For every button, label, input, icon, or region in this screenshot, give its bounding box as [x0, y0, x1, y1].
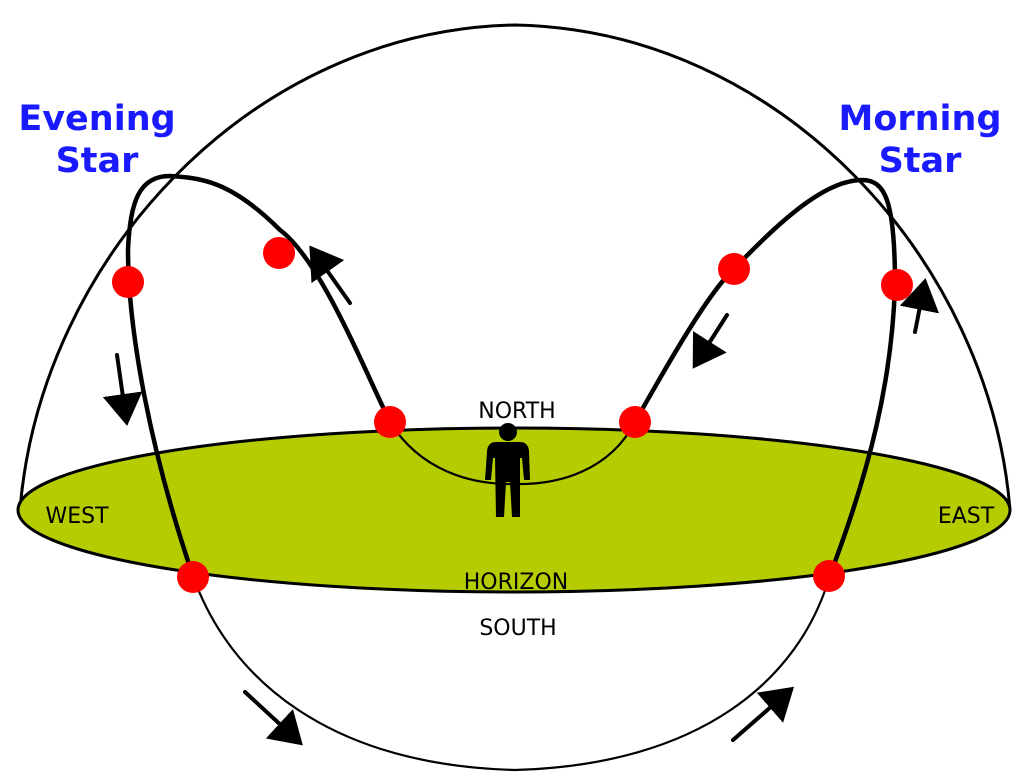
direction-arrow-evening-up	[309, 245, 352, 305]
evening-star-label-line2: Star	[56, 141, 140, 181]
below-horizon-south-arc	[191, 574, 832, 772]
direction-arrow-morning-down	[692, 313, 729, 369]
evening-star-path	[125, 173, 393, 579]
red-dot-icon	[263, 237, 295, 269]
red-dot-icon	[881, 269, 913, 301]
east-label: EAST	[938, 504, 995, 529]
evening-star-label-line1: Evening	[18, 99, 175, 139]
direction-arrow-south-right	[731, 686, 795, 742]
red-dot-icon	[813, 560, 845, 592]
direction-arrow-morning-up	[899, 278, 940, 334]
horizon-label: HORIZON	[464, 570, 568, 595]
south-label: SOUTH	[479, 616, 556, 641]
planet-dots	[112, 237, 913, 593]
red-dot-icon	[619, 406, 651, 438]
red-dot-icon	[177, 561, 209, 593]
direction-arrow-south-left	[243, 690, 303, 746]
morning-star-path	[632, 177, 898, 578]
red-dot-icon	[718, 253, 750, 285]
west-label: WEST	[45, 504, 109, 529]
red-dot-icon	[112, 266, 144, 298]
person-silhouette-icon	[485, 423, 530, 517]
red-dot-icon	[374, 406, 406, 438]
morning-star-label-line1: Morning	[838, 99, 1001, 139]
north-label: NORTH	[478, 399, 555, 424]
direction-arrow-evening-down	[102, 353, 143, 426]
morning-star-label-line2: Star	[879, 141, 963, 181]
